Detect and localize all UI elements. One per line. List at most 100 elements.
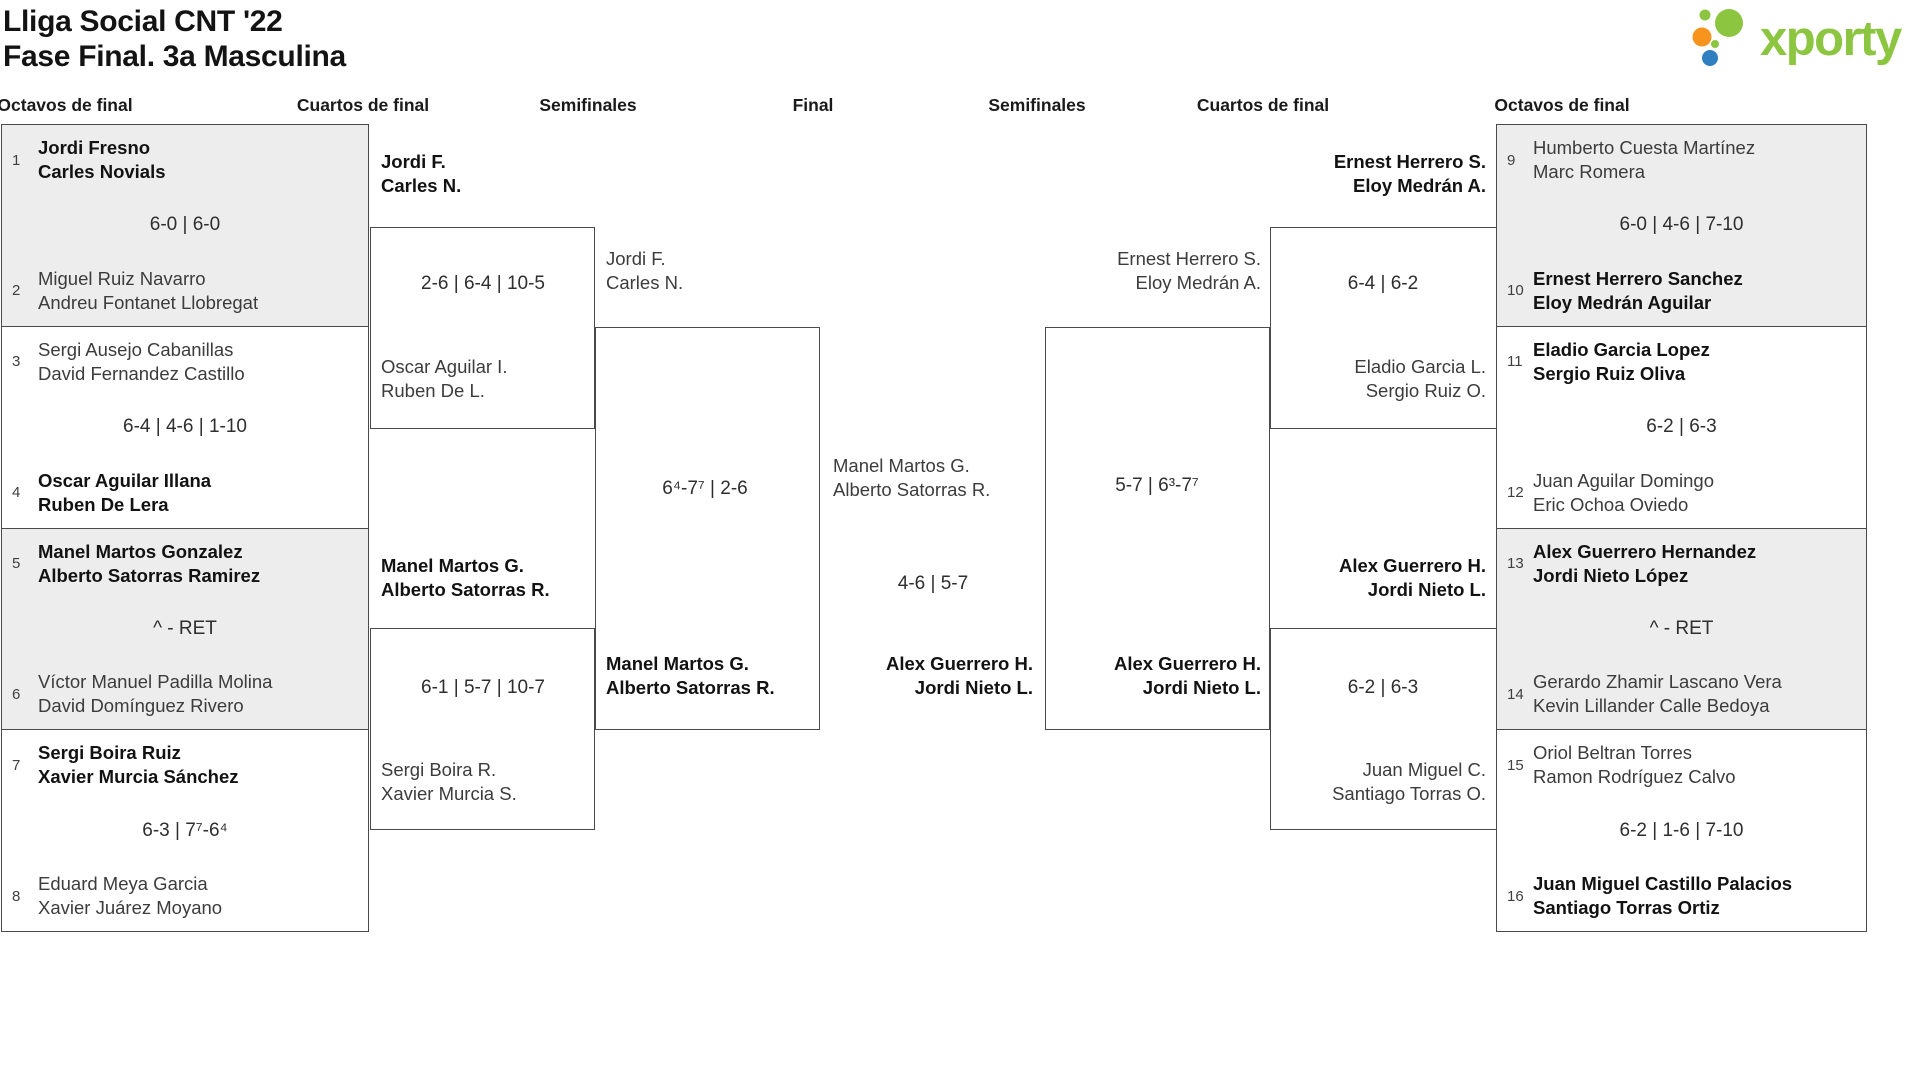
player-name: David Domínguez Rivero	[38, 695, 244, 717]
player-name: Gerardo Zhamir Lascano Vera	[1533, 671, 1782, 693]
player-name: Humberto Cuesta Martínez	[1533, 137, 1756, 158]
player-name: Alberto Satorras R.	[833, 479, 991, 500]
player-name: Alex Guerrero H.	[885, 653, 1033, 674]
player-name: Santiago Torras Ortiz	[1533, 897, 1720, 918]
team-bottom: 2 Miguel Ruiz Navarro Andreu Fontanet Ll…	[2, 267, 368, 315]
seed-number: 4	[12, 484, 21, 501]
player-name: Ruben De Lera	[38, 493, 169, 515]
sf-right-bottom-team: Alex Guerrero H. Jordi Nieto L.	[1114, 652, 1261, 700]
match-cell-1: 1 Jordi Fresno Carles Novials 6-0 | 6-0 …	[2, 125, 368, 326]
seed-number: 14	[1507, 685, 1524, 703]
player-name: Carles N.	[381, 175, 462, 196]
octavos-right-column: 9 Humberto Cuesta Martínez Marc Romera 6…	[1496, 124, 1867, 932]
player-name: Juan Aguilar Domingo	[1533, 469, 1714, 491]
quarterfinal-right-1-box	[1270, 227, 1497, 429]
quarterfinal-right-2-box	[1270, 628, 1497, 830]
qf-right-2-bottom-team: Juan Miguel C. Santiago Torras O.	[1332, 758, 1486, 806]
player-name: David Fernandez Castillo	[38, 362, 245, 384]
seed-number: 1	[12, 151, 21, 169]
seed-number: 15	[1507, 756, 1524, 774]
seed-number: 5	[12, 555, 21, 572]
team-top: 9 Humberto Cuesta Martínez Marc Romera	[1497, 136, 1866, 184]
column-header-cuartos-right: Cuartos de final	[1196, 95, 1330, 115]
match-score: ^ - RET	[1649, 617, 1714, 639]
match-cell-7: 13 Alex Guerrero Hernandez Jordi Nieto L…	[1497, 527, 1866, 730]
player-name: Jordi Nieto L.	[1367, 579, 1486, 600]
octavos-left-column: 1 Jordi Fresno Carles Novials 6-0 | 6-0 …	[1, 124, 369, 932]
sf-left-score: 6⁴-7⁷ | 2-6	[662, 478, 748, 499]
team-bottom: 4 Oscar Aguilar Illana Ruben De Lera	[2, 469, 368, 517]
seed-number: 16	[1507, 887, 1524, 905]
team-top: 1 Jordi Fresno Carles Novials	[2, 136, 368, 184]
player-name: Jordi Nieto L.	[1142, 677, 1261, 698]
match-cell-2: 3 Sergi Ausejo Cabanillas David Fernande…	[2, 325, 368, 528]
player-name: Eduard Meya Garcia	[38, 873, 208, 894]
player-name: Alberto Satorras Ramirez	[38, 564, 261, 586]
match-score: 6-3 | 7⁷-6⁴	[142, 819, 228, 841]
qf-right-1-score: 6-4 | 6-2	[1347, 273, 1419, 294]
player-name: Alex Guerrero H.	[1113, 653, 1261, 674]
qf-left-2-score: 6-1 | 5-7 | 10-7	[421, 677, 545, 698]
player-name: Sergi Ausejo Cabanillas	[38, 338, 234, 360]
title-line1: Lliga Social CNT '22	[3, 5, 283, 38]
player-name: Eladio Garcia L.	[1354, 356, 1486, 377]
semifinal-right-box	[1045, 327, 1270, 730]
page-title: Lliga Social CNT '22 Fase Final. 3a Masc…	[3, 4, 346, 74]
seed-number: 9	[1507, 151, 1516, 169]
xporty-logo-icon	[1692, 9, 1743, 66]
player-name: Santiago Torras O.	[1332, 783, 1486, 804]
player-name: Manel Martos G.	[606, 653, 749, 674]
player-name: Eladio Garcia Lopez	[1533, 338, 1710, 360]
column-header-final: Final	[792, 95, 834, 115]
player-name: Miguel Ruiz Navarro	[38, 267, 206, 289]
player-name: Jordi Nieto L.	[914, 677, 1033, 698]
match-cell-4: 7 Sergi Boira Ruiz Xavier Murcia Sánchez…	[2, 729, 368, 931]
match-score: 6-0 | 6-0	[149, 214, 221, 236]
seed-number: 3	[12, 353, 21, 371]
player-name: Oscar Aguilar Illana	[38, 469, 212, 491]
player-name: Ernest Herrero S.	[1117, 248, 1261, 269]
match-cell-6: 11 Eladio Garcia Lopez Sergio Ruiz Oliva…	[1497, 325, 1866, 528]
match-score: 6-4 | 4-6 | 1-10	[123, 416, 247, 438]
player-name: Manel Martos G.	[833, 455, 970, 476]
final-score: 4-6 | 5-7	[897, 573, 969, 594]
seed-number: 12	[1507, 484, 1524, 501]
player-name: Sergi Boira R.	[381, 759, 497, 780]
player-name: Eloy Medrán Aguilar	[1533, 291, 1712, 313]
player-name: Juan Miguel C.	[1362, 759, 1486, 780]
seed-number: 6	[12, 685, 21, 703]
player-name: Eric Ochoa Oviedo	[1533, 493, 1689, 515]
match-cell-8: 15 Oriol Beltran Torres Ramon Rodríguez …	[1497, 729, 1866, 931]
qf-right-1-bottom-team: Eladio Garcia L. Sergio Ruiz O.	[1354, 355, 1486, 403]
xporty-logo[interactable]: xporty	[1692, 6, 1902, 72]
player-name: Jordi Nieto López	[1533, 564, 1689, 586]
qf-right-2-top-team: Alex Guerrero H. Jordi Nieto L.	[1339, 554, 1486, 602]
player-name: Ramon Rodríguez Calvo	[1533, 766, 1736, 788]
player-name: Ernest Herrero Sanchez	[1533, 267, 1743, 289]
match-score: 6-2 | 1-6 | 7-10	[1619, 819, 1744, 841]
player-name: Ernest Herrero S.	[1333, 151, 1486, 172]
player-name: Juan Miguel Castillo Palacios	[1533, 873, 1793, 894]
qf-left-1-bottom-team: Oscar Aguilar I. Ruben De L.	[381, 355, 507, 403]
column-header-octavos-right: Octavos de final	[1494, 95, 1630, 115]
column-header-semis-right: Semifinales	[988, 95, 1086, 115]
team-top: 11 Eladio Garcia Lopez Sergio Ruiz Oliva	[1497, 338, 1866, 386]
player-name: Manel Martos G.	[381, 555, 524, 576]
match-score: ^ - RET	[153, 617, 217, 639]
player-name: Manel Martos Gonzalez	[38, 540, 243, 562]
player-name: Alex Guerrero Hernandez	[1533, 540, 1757, 562]
seed-number: 13	[1507, 555, 1524, 572]
team-bottom: 6 Víctor Manuel Padilla Molina David Dom…	[2, 670, 368, 718]
player-name: Alex Guerrero H.	[1338, 555, 1486, 576]
qf-left-2-top-team: Manel Martos G. Alberto Satorras R.	[381, 554, 550, 602]
player-name: Alberto Satorras R.	[381, 579, 550, 600]
seed-number: 11	[1507, 353, 1523, 371]
player-name: Carles Novials	[38, 161, 166, 182]
qf-left-1-top-team: Jordi F. Carles N.	[381, 150, 461, 198]
team-top: 15 Oriol Beltran Torres Ramon Rodríguez …	[1497, 741, 1866, 789]
player-name: Sergio Ruiz Oliva	[1533, 362, 1686, 384]
team-bottom: 16 Juan Miguel Castillo Palacios Santiag…	[1497, 872, 1866, 920]
xporty-logo-text: xporty	[1760, 12, 1902, 66]
match-score: 6-2 | 6-3	[1646, 416, 1717, 438]
